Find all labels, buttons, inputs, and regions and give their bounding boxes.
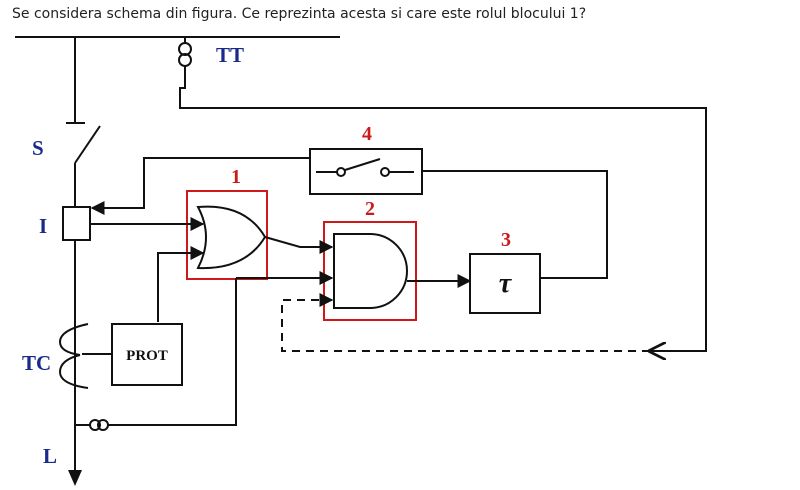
dashed-line — [281, 299, 650, 352]
label-block-3: 3 — [501, 229, 511, 251]
block-3-timer — [469, 253, 541, 314]
tc-coil-upper — [58, 323, 89, 356]
label-tt: TT — [216, 43, 244, 67]
label-prot: PROT — [126, 348, 168, 364]
block-1-frame — [186, 190, 268, 280]
label-tc: TC — [22, 351, 51, 375]
label-block-4: 4 — [362, 123, 372, 145]
tc-coil-lower — [58, 354, 89, 389]
and-gate — [333, 233, 408, 309]
question-text: Se considera schema din figura. Ce repre… — [12, 6, 587, 22]
sensor-coil-left — [89, 419, 101, 431]
switch-s — [74, 125, 101, 164]
wire-3-to-4 — [422, 170, 608, 279]
block-4-blade — [344, 158, 381, 171]
label-block-2: 2 — [365, 198, 375, 220]
label-s: S — [32, 136, 44, 160]
or-gate — [196, 205, 267, 270]
tt-wire — [179, 66, 707, 351]
wire-1-to-2 — [264, 236, 334, 254]
line-arrow-l — [68, 470, 82, 486]
block-4-terminal-right — [380, 167, 390, 177]
wire-prot-to-1 — [157, 246, 205, 322]
breaker-i — [62, 206, 91, 241]
block-4-terminal-left — [336, 167, 346, 177]
label-tau: τ — [499, 268, 513, 299]
wire-4-to-i — [90, 157, 310, 215]
label-block-1: 1 — [231, 166, 241, 188]
label-l: L — [43, 444, 57, 468]
prot-block — [111, 323, 183, 386]
wire-sensor-to-1 — [108, 278, 237, 426]
label-i: I — [39, 214, 47, 238]
